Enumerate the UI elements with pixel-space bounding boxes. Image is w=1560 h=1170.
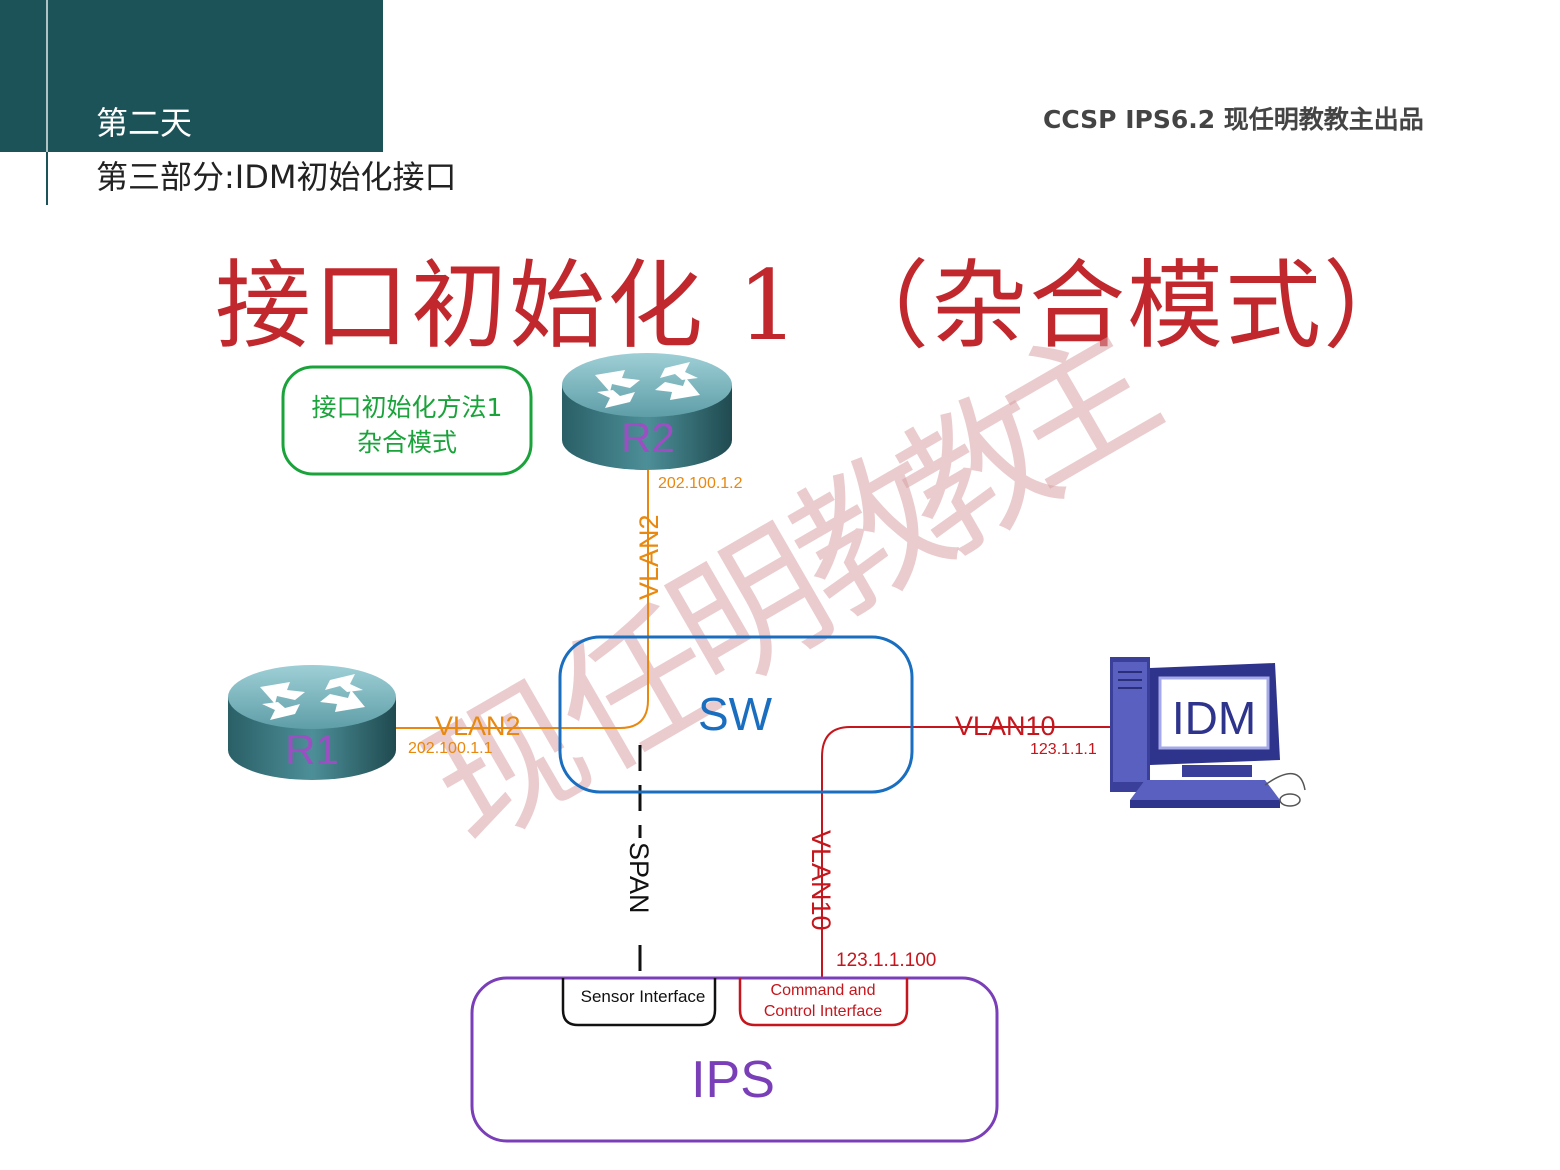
idm-ip-label: 123.1.1.1 xyxy=(1030,741,1097,758)
ips-appliance: IPS Sensor Interface Command and Control… xyxy=(470,976,999,1143)
idm-label: IDM xyxy=(1172,692,1256,744)
slide-title: 接口初始化 1 （杂合模式） xyxy=(215,250,1422,362)
cc-interface-line-1: Command and xyxy=(771,982,876,999)
ips-ip-label: 123.1.1.100 xyxy=(836,950,936,971)
header-banner xyxy=(0,0,383,152)
sw-label: SW xyxy=(698,688,773,740)
command-control-interface: Command and Control Interface xyxy=(738,978,909,1027)
r1-ip-label: 202.100.1.1 xyxy=(408,740,493,757)
link-sw-idm: VLAN10 123.1.1.1 xyxy=(912,711,1112,758)
router-arrows-icon xyxy=(260,674,365,720)
router-r1: R1 xyxy=(228,665,396,780)
ips-label: IPS xyxy=(691,1051,775,1109)
cc-interface-line-2: Control Interface xyxy=(764,1003,882,1020)
method-note: 接口初始化方法1 杂合模式 xyxy=(281,365,533,476)
brand-label: CCSP IPS6.2 现任明教教主出品 xyxy=(1043,105,1424,134)
r2-ip-label: 202.100.1.2 xyxy=(658,475,743,492)
watermark: 现 任 明 教 教 主 xyxy=(400,292,1187,878)
note-line-2: 杂合模式 xyxy=(357,428,457,457)
router-arrows-icon xyxy=(595,362,700,408)
r2-label: R2 xyxy=(621,414,675,461)
router-r2: R2 xyxy=(562,353,732,470)
ips-vlan-label: VLAN10 xyxy=(806,830,836,931)
link-span: SPAN xyxy=(624,745,654,978)
switch-sw: SW xyxy=(558,635,914,794)
link-sw-ips-vlan10: VLAN10 123.1.1.100 xyxy=(806,726,936,978)
header-divider-highlight xyxy=(46,0,48,152)
sensor-interface: Sensor Interface xyxy=(561,978,717,1027)
note-line-1: 接口初始化方法1 xyxy=(312,393,503,422)
workstation-idm: IDM xyxy=(1110,657,1306,808)
r1-vlan-label: VLAN2 xyxy=(435,711,521,741)
section-label: 第三部分:IDM初始化接口 xyxy=(96,158,457,196)
link-r2-sw: 202.100.1.2 VLAN2 xyxy=(590,470,743,729)
r2-vlan-label: VLAN2 xyxy=(634,514,664,600)
link-r1-sw: VLAN2 202.100.1.1 xyxy=(395,711,590,757)
idm-vlan-label: VLAN10 xyxy=(955,711,1056,741)
r1-label: R1 xyxy=(285,726,339,773)
span-label: SPAN xyxy=(624,842,654,914)
day-label: 第二天 xyxy=(96,104,193,142)
sensor-interface-label: Sensor Interface xyxy=(581,987,706,1006)
